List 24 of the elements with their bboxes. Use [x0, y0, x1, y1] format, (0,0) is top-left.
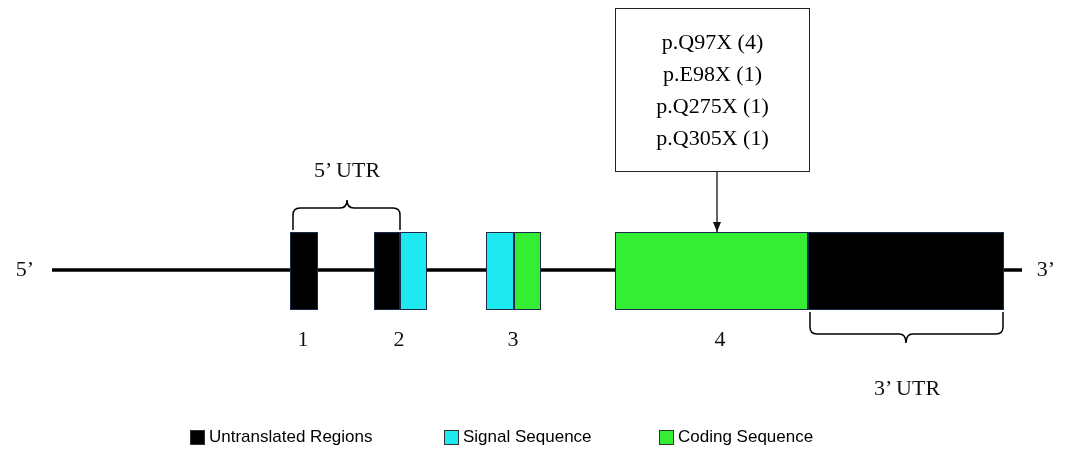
legend-label: Untranslated Regions	[209, 427, 373, 447]
exon-number: 3	[507, 326, 519, 352]
bracket-label: 3’ UTR	[873, 375, 941, 401]
bracket-label: 5’ UTR	[313, 157, 381, 183]
exon-number: 1	[297, 326, 309, 352]
exon-number: 4	[714, 326, 726, 352]
exon-block	[514, 232, 541, 310]
exon-block	[400, 232, 427, 310]
exon-block	[808, 232, 1004, 310]
legend-label: Coding Sequence	[678, 427, 814, 447]
callout-box	[615, 8, 810, 172]
exon-block	[374, 232, 400, 310]
mutation-label: p.E98X (1)	[663, 60, 762, 88]
mutation-label: p.Q97X (4)	[661, 28, 764, 56]
exon-block	[486, 232, 514, 310]
legend-label: Signal Sequence	[463, 427, 592, 447]
exon-number: 2	[393, 326, 405, 352]
exon-block	[615, 232, 808, 310]
end-label: 3’	[1036, 256, 1056, 282]
end-label: 5’	[15, 256, 35, 282]
mutation-label: p.Q275X (1)	[656, 92, 769, 120]
exon-block	[290, 232, 318, 310]
arrow	[712, 171, 722, 233]
mutation-label: p.Q305X (1)	[656, 124, 769, 152]
